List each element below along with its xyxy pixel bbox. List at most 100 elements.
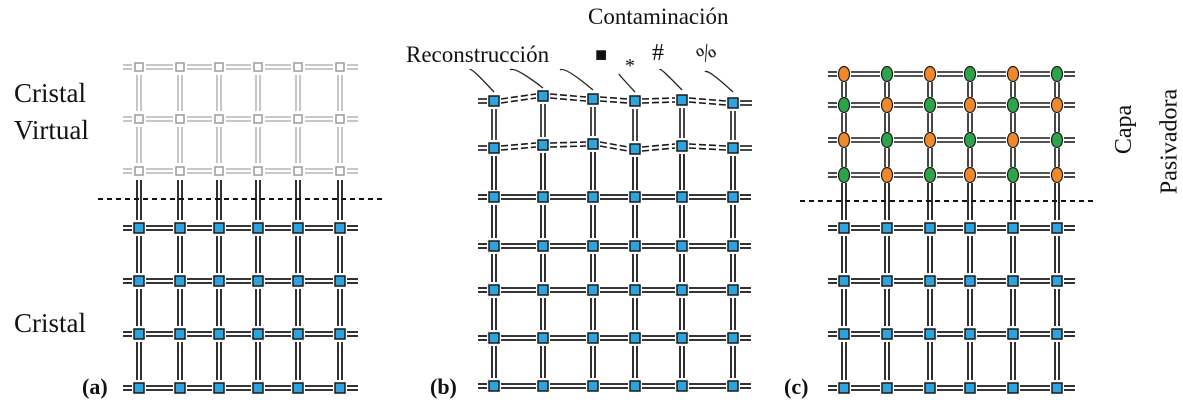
crystal-atom	[1007, 222, 1019, 234]
crystal-atom	[213, 275, 225, 287]
bond-horizontal	[641, 101, 676, 104]
crystal-atom	[537, 332, 549, 344]
virtual-atom	[293, 114, 303, 124]
crystal-atom	[488, 191, 500, 203]
bond-horizontal	[500, 146, 537, 151]
passivator-atom-green	[880, 131, 894, 149]
crystal-atom	[587, 240, 599, 252]
crystal-atom	[727, 191, 739, 203]
passivator-atom-orange	[1006, 65, 1020, 83]
reconstruction-arrow	[559, 68, 594, 91]
crystal-atom	[133, 275, 145, 287]
reconstruction-arrow	[469, 68, 495, 93]
label-virtual-crystal-line1: Cristal	[14, 78, 86, 108]
crystal-atom	[292, 275, 304, 287]
crystal-atom	[629, 191, 641, 203]
crystal-atom	[488, 240, 500, 252]
passivator-atom-green	[923, 96, 937, 114]
crystal-atom	[1051, 275, 1063, 287]
crystal-atom	[252, 382, 264, 394]
bond-horizontal	[641, 147, 676, 152]
crystal-atom	[1007, 328, 1019, 340]
bond-horizontal	[500, 97, 537, 104]
passivator-atom-orange	[1050, 166, 1064, 184]
crystal-atom	[1051, 328, 1063, 340]
reconstructed-atom	[488, 142, 500, 154]
crystal-atom	[924, 222, 936, 234]
passivator-atom-green	[837, 166, 851, 184]
crystal-atom	[727, 240, 739, 252]
virtual-atom	[214, 114, 224, 124]
panel-b-tag: (b)	[430, 374, 457, 399]
crystal-atom	[838, 328, 850, 340]
crystal-atom	[629, 240, 641, 252]
panel-a-virtual-crystal	[98, 62, 385, 394]
passivator-atom-orange	[923, 131, 937, 149]
contaminant-hash-symbol: #	[652, 40, 664, 66]
crystal-atom	[676, 240, 688, 252]
virtual-atom	[175, 166, 185, 176]
crystal-atom	[213, 328, 225, 340]
passivator-atom-orange	[1006, 131, 1020, 149]
reconstructed-atom	[676, 140, 688, 152]
crystal-atom	[924, 275, 936, 287]
reconstructed-atom	[629, 95, 641, 107]
crystal-atom	[334, 222, 346, 234]
bond-horizontal	[641, 97, 676, 100]
crystal-atom	[629, 332, 641, 344]
crystal-atom	[252, 328, 264, 340]
label-passivation-layer-line2: Pasivadora	[1156, 88, 1183, 195]
bond-horizontal	[599, 145, 629, 152]
passivator-atom-green	[923, 166, 937, 184]
crystal-atom	[964, 382, 976, 394]
crystal-atom	[881, 328, 893, 340]
contaminant-star-symbol: *	[625, 55, 635, 77]
crystal-atom	[213, 222, 225, 234]
virtual-atom	[335, 62, 345, 72]
crystal-atom	[964, 328, 976, 340]
bond-horizontal	[599, 96, 629, 100]
passivator-atom-green	[963, 65, 977, 83]
crystal-atom	[838, 275, 850, 287]
bond-horizontal	[549, 97, 587, 102]
crystal-atom	[133, 222, 145, 234]
crystal-atom	[587, 332, 599, 344]
crystal-atom	[252, 222, 264, 234]
crystal-atom	[1051, 222, 1063, 234]
passivator-atom-green	[1006, 96, 1020, 114]
crystal-atom	[133, 382, 145, 394]
reconstructed-atom	[537, 139, 549, 151]
crystal-atom	[964, 275, 976, 287]
passivator-atom-orange	[923, 65, 937, 83]
label-passivation-layer-line1: Capa	[1111, 104, 1138, 155]
passivator-atom-orange	[837, 131, 851, 149]
crystal-atom	[537, 191, 549, 203]
crystal-atom	[587, 380, 599, 392]
bond-horizontal	[688, 147, 727, 151]
virtual-atom	[253, 62, 263, 72]
bond-horizontal	[688, 97, 727, 102]
passivator-atom-orange	[963, 166, 977, 184]
reconstructed-atom	[488, 95, 500, 107]
crystal-atom	[881, 275, 893, 287]
crystal-atom	[537, 240, 549, 252]
reconstructed-atom	[727, 97, 739, 109]
panel-b-reconstruction-contamination	[469, 68, 752, 392]
reconstructed-atom	[587, 93, 599, 105]
crystal-atom	[537, 380, 549, 392]
virtual-atom	[253, 166, 263, 176]
crystal-atom	[629, 380, 641, 392]
passivator-atom-orange	[837, 65, 851, 83]
bond-horizontal	[549, 145, 587, 148]
bond-horizontal	[599, 141, 629, 148]
virtual-atom	[253, 114, 263, 124]
crystal-atom	[881, 382, 893, 394]
crystal-atom	[334, 382, 346, 394]
virtual-atom	[134, 166, 144, 176]
crystal-atom	[587, 191, 599, 203]
virtual-atom	[175, 62, 185, 72]
reconstructed-atom	[629, 143, 641, 155]
passivator-atom-orange	[880, 96, 894, 114]
crystal-atom	[174, 222, 186, 234]
